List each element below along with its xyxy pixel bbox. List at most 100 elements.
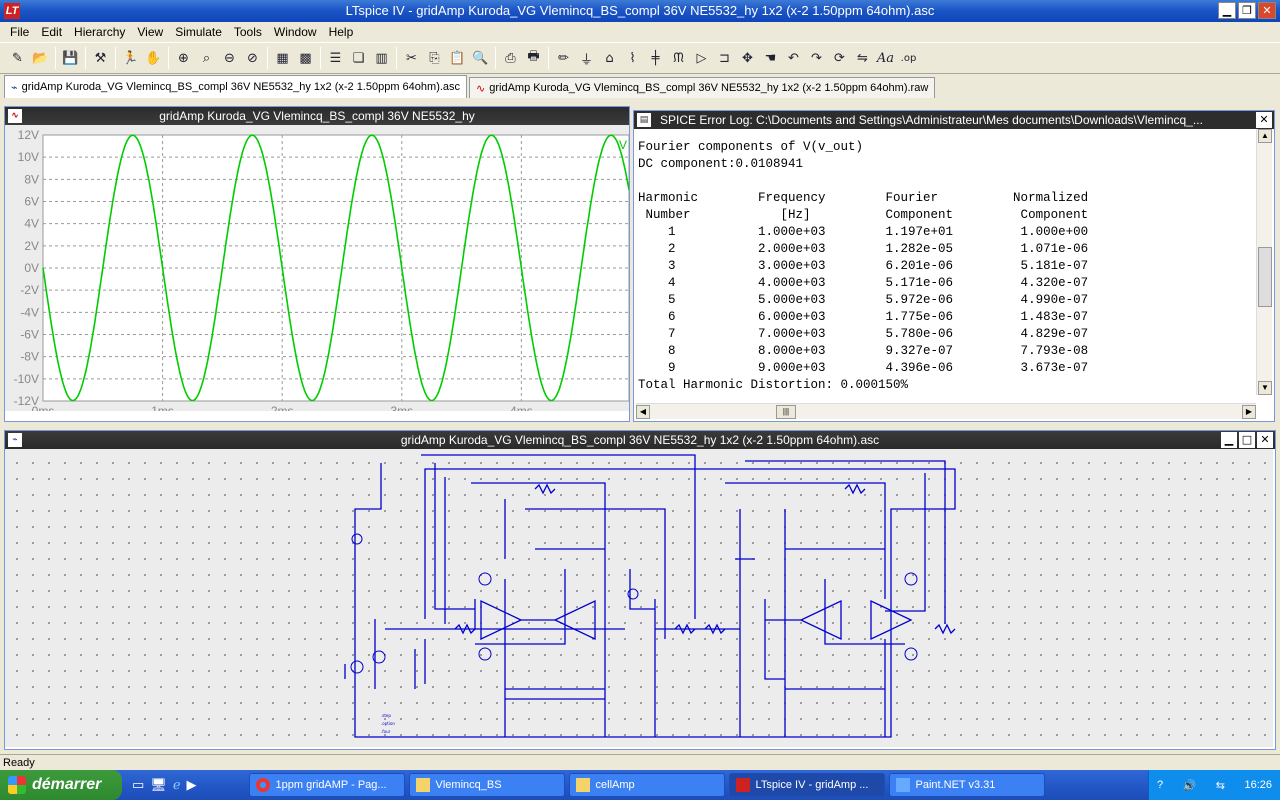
schematic-icon: ⌁ — [8, 433, 22, 447]
toolbar-separator — [267, 47, 268, 69]
control-panel-icon[interactable]: ⚒ — [94, 50, 107, 66]
component-icon[interactable]: ⊐ — [719, 50, 730, 66]
inductor-icon[interactable]: ᙏ — [673, 50, 684, 66]
label-net-icon[interactable]: ⌂ — [605, 50, 614, 66]
taskbar-button-chrome[interactable]: 1ppm gridAMP - Pag... — [248, 773, 405, 797]
menu-bar: File Edit Hierarchy View Simulate Tools … — [0, 22, 1280, 42]
start-button[interactable]: démarrer — [0, 770, 122, 800]
copy-icon[interactable]: ⎘ — [429, 50, 440, 66]
desktop-icon[interactable]: ▭ — [132, 777, 145, 793]
resistor-icon[interactable]: ⌇ — [629, 50, 636, 66]
menu-edit[interactable]: Edit — [41, 25, 63, 39]
taskbar-button-paintnet[interactable]: Paint.NET v3.31 — [888, 773, 1045, 797]
error-log-vscrollbar[interactable]: ▲ ▼ — [1256, 129, 1272, 395]
capacitor-icon[interactable]: ╪ — [651, 50, 660, 66]
menu-tools[interactable]: Tools — [233, 25, 262, 39]
paste-icon[interactable]: 📋 — [449, 50, 466, 66]
volume-icon[interactable]: 🔊 — [1182, 779, 1197, 792]
log-line: 2 2.000e+03 1.282e-05 1.071e-06 — [638, 242, 1089, 256]
menu-simulate[interactable]: Simulate — [175, 25, 222, 39]
scroll-up-icon[interactable]: ▲ — [1258, 129, 1272, 143]
zoom-out-icon[interactable]: ⊖ — [224, 50, 235, 66]
new-schematic-icon[interactable]: ✎ — [12, 50, 23, 66]
menu-hierarchy[interactable]: Hierarchy — [74, 25, 126, 39]
y-tick-label: 4V — [24, 217, 39, 231]
pan-icon[interactable]: ⌕ — [202, 50, 211, 66]
error-log-panel: ▤ SPICE Error Log: C:\Documents and Sett… — [633, 110, 1275, 422]
taskbar-button-ltspice[interactable]: LTspice IV - gridAmp ... — [728, 773, 885, 797]
print-icon[interactable]: 🖶 — [527, 49, 540, 64]
spice-directive-icon[interactable]: .op — [900, 52, 917, 64]
schematic-minimize-icon[interactable]: ▁ — [1221, 432, 1237, 448]
help-icon[interactable]: ? — [1157, 779, 1164, 791]
rotate-icon[interactable]: ⟳ — [834, 50, 845, 66]
save-icon[interactable]: 💾 — [62, 50, 79, 66]
ie-icon[interactable]: ℯ — [172, 777, 181, 793]
media-player-icon[interactable]: ▶ — [186, 777, 197, 793]
y-tick-label: 0V — [24, 261, 39, 275]
log-line: Harmonic Frequency Fourier Normalized — [638, 191, 1089, 205]
schematic-close-icon[interactable]: ✕ — [1257, 432, 1273, 448]
menu-file[interactable]: File — [10, 25, 30, 39]
tile-vertical-icon[interactable]: ▥ — [375, 50, 388, 66]
error-log-title: SPICE Error Log: C:\Documents and Settin… — [660, 113, 1203, 127]
menu-window[interactable]: Window — [273, 25, 317, 39]
cascade-icon[interactable]: ❏ — [352, 50, 365, 66]
scroll-left-icon[interactable]: ◀ — [636, 405, 650, 419]
autorange-icon[interactable]: ▦ — [276, 50, 289, 66]
open-icon[interactable]: 📂 — [32, 50, 49, 66]
schematic-maximize-icon[interactable]: □ — [1239, 432, 1255, 448]
log-line: 6 6.000e+03 1.775e-06 1.483e-07 — [638, 310, 1089, 324]
zoom-in-icon[interactable]: ⊕ — [178, 50, 189, 66]
halt-icon[interactable]: ✋ — [145, 50, 162, 66]
zoom-fit-icon[interactable]: ⊘ — [247, 50, 258, 66]
drag-icon[interactable]: ☚ — [764, 50, 777, 66]
menu-view[interactable]: View — [137, 25, 164, 39]
menu-help[interactable]: Help — [328, 25, 354, 39]
tab-waveform[interactable]: ∿ gridAmp Kuroda_VG Vlemincq_BS_compl 36… — [469, 77, 936, 98]
y-tick-label: 6V — [24, 195, 39, 209]
scroll-right-icon[interactable]: ▶ — [1242, 405, 1256, 419]
scroll-thumb[interactable] — [1258, 247, 1272, 307]
schematic-drawing[interactable]: .step .option .four — [5, 449, 1273, 747]
scroll-down-icon[interactable]: ▼ — [1258, 381, 1272, 395]
draw-wire-icon[interactable]: ✏ — [558, 50, 569, 66]
tab-schematic[interactable]: ⌁ gridAmp Kuroda_VG Vlemincq_BS_compl 36… — [4, 75, 468, 98]
tab-label: gridAmp Kuroda_VG Vlemincq_BS_compl 36V … — [21, 81, 461, 93]
x-tick-label: 2ms — [271, 404, 294, 411]
mirror-icon[interactable]: ⇋ — [857, 50, 868, 66]
diode-icon[interactable]: ▷ — [696, 50, 707, 66]
error-log-hscrollbar[interactable]: ◀ ||| ▶ — [636, 403, 1256, 419]
move-icon[interactable]: ✥ — [742, 50, 753, 66]
scroll-thumb[interactable]: ||| — [776, 405, 796, 419]
run-icon[interactable]: 🏃 — [122, 50, 139, 66]
log-line: 4 4.000e+03 5.171e-06 4.320e-07 — [638, 276, 1089, 290]
text-icon[interactable]: Aa — [876, 50, 895, 66]
redo-icon[interactable]: ↷ — [811, 50, 822, 66]
ground-icon[interactable]: ⏚ — [579, 52, 593, 68]
undo-icon[interactable]: ↶ — [788, 50, 799, 66]
document-tabs: ⌁ gridAmp Kuroda_VG Vlemincq_BS_compl 36… — [0, 74, 1280, 98]
minimize-button[interactable]: ▁ — [1218, 2, 1236, 19]
explorer-icon[interactable]: 🖥 — [150, 777, 167, 793]
windows-flag-icon — [8, 776, 26, 794]
cut-icon[interactable]: ✂ — [406, 50, 417, 66]
find-icon[interactable]: 🔍 — [472, 50, 489, 66]
y-tick-label: -6V — [20, 328, 39, 342]
taskbar-button-cellamp[interactable]: cellAmp — [568, 773, 725, 797]
x-tick-label: 4ms — [510, 404, 533, 411]
waveform-panel-titlebar: ∿ gridAmp Kuroda_VG Vlemincq_BS_compl 36… — [5, 107, 629, 125]
tile-horizontal-icon[interactable]: ☰ — [329, 50, 342, 66]
grid-icon[interactable]: ▩ — [299, 50, 312, 66]
schematic-canvas[interactable]: .step .option .four — [5, 449, 1273, 747]
error-log-close-icon[interactable]: ✕ — [1256, 112, 1272, 128]
print-setup-icon[interactable]: ⎙ — [505, 50, 516, 66]
taskbar-button-vlemincq[interactable]: Vlemincq_BS — [408, 773, 565, 797]
log-line: 7 7.000e+03 5.780e-06 4.829e-07 — [638, 327, 1089, 341]
close-button[interactable]: ✕ — [1258, 2, 1276, 19]
toolbar-separator — [115, 47, 116, 69]
maximize-button[interactable]: ❐ — [1238, 2, 1256, 19]
network-icon[interactable]: ⇆ — [1215, 779, 1225, 792]
